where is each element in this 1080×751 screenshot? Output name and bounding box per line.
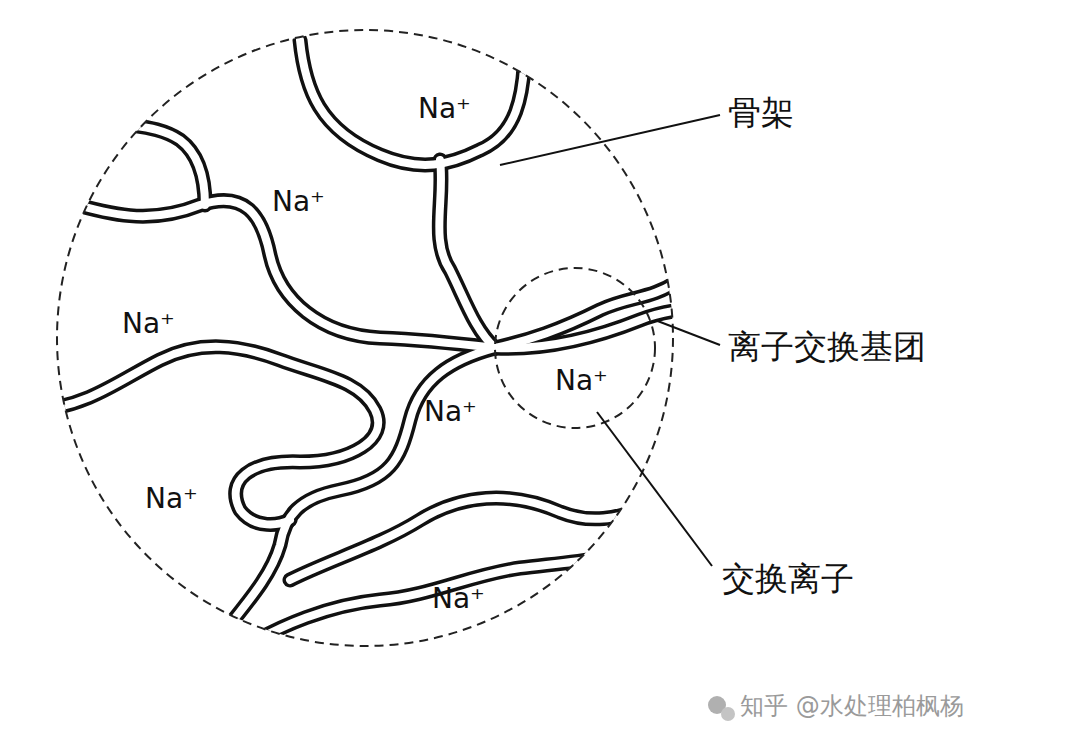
exchange-ion: Na⁺	[272, 188, 325, 216]
detail-circle	[495, 268, 655, 428]
exchange-ion: Na⁺	[432, 585, 485, 613]
exchange-ion: Na⁺	[424, 398, 477, 426]
exchange-ion: Na⁺	[418, 95, 471, 123]
exchange-ion: Na⁺	[122, 310, 175, 338]
callout-label: 离子交换基团	[728, 330, 926, 363]
callout-label: 骨架	[728, 96, 794, 129]
bead-outline	[57, 30, 673, 646]
wechat-icon	[708, 696, 735, 721]
leader-lines	[500, 115, 720, 566]
callout-label: 交换离子	[722, 562, 854, 595]
exchange-ion: Na⁺	[145, 485, 198, 513]
exchange-ion: Na⁺	[555, 367, 608, 395]
watermark: 知乎 @水处理柏枫杨	[740, 694, 964, 718]
